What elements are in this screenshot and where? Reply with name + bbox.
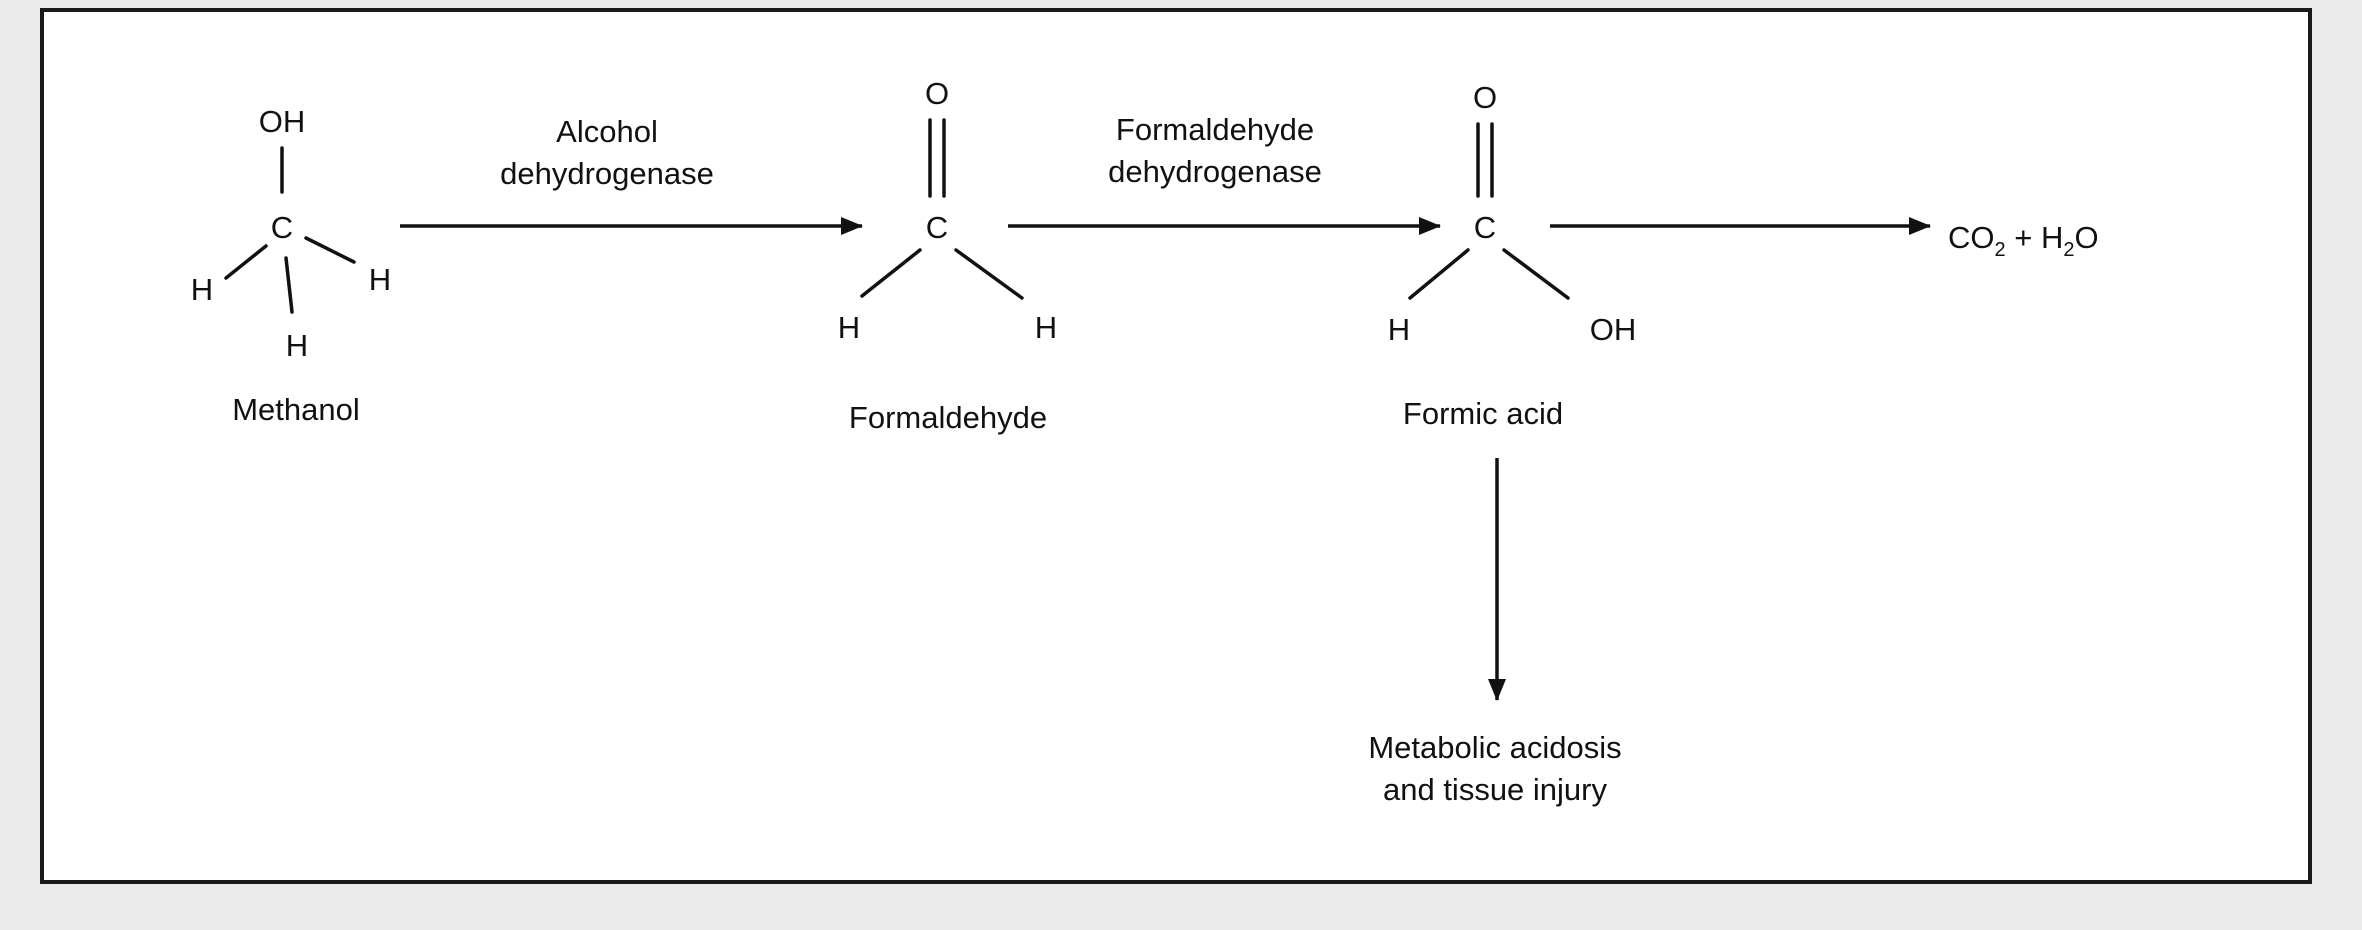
formaldehyde-structure: O C H H Formaldehyde [838,76,1057,435]
formic-acid-c-oh-bond [1502,248,1570,300]
diagram-frame [40,8,2312,884]
methanol-label: Methanol [232,392,360,427]
formaldehyde-h-atom-left: H [838,310,860,345]
formic-acid-h-atom: H [1388,312,1410,347]
enzyme-label-line2: dehydrogenase [1108,154,1322,189]
plus-sign: + [2006,220,2041,255]
formic-acid-c-h-bond [1408,248,1470,300]
methanol-h-atom-left: H [191,272,213,307]
methanol-h-atom-right: H [369,262,391,297]
o-text: O [2074,220,2098,255]
enzyme-label-line2: dehydrogenase [500,156,714,191]
formic-acid-oh-atom: OH [1590,312,1637,347]
formaldehyde-h-atom-right: H [1035,310,1057,345]
enzyme-label-line1: Formaldehyde [1116,112,1314,147]
methanol-c-h-bond-bottom [284,256,294,314]
methanol-h-atom-bottom: H [286,328,308,363]
co-text: CO [1948,220,1995,255]
methanol-c-h-bond-right [304,236,356,264]
formic-acid-structure: O C H OH Formic acid [1388,80,1636,431]
co-subscript: 2 [1995,239,2006,261]
h-subscript: 2 [2063,239,2074,261]
formaldehyde-label: Formaldehyde [849,400,1047,435]
formaldehyde-c-h-bond-left [860,248,922,298]
enzyme-label-line1: Alcohol [556,114,658,149]
methanol-structure: OH C H H H Methanol [191,104,391,427]
formic-acid-label: Formic acid [1403,396,1563,431]
outcome-label-line1: Metabolic acidosis [1368,730,1621,765]
methanol-c-atom: C [271,210,293,245]
methanol-c-h-bond-left [224,244,268,280]
formaldehyde-c-atom: C [926,210,948,245]
formaldehyde-o-atom: O [925,76,949,111]
formic-acid-c-atom: C [1474,210,1496,245]
outcome-label-line2: and tissue injury [1383,772,1608,807]
h-text: H [2041,220,2063,255]
formaldehyde-c-h-bond-right [954,248,1024,300]
methanol-oh-atom: OH [259,104,306,139]
end-products: CO2 + H2O [1948,220,2099,261]
formic-acid-o-atom: O [1473,80,1497,115]
